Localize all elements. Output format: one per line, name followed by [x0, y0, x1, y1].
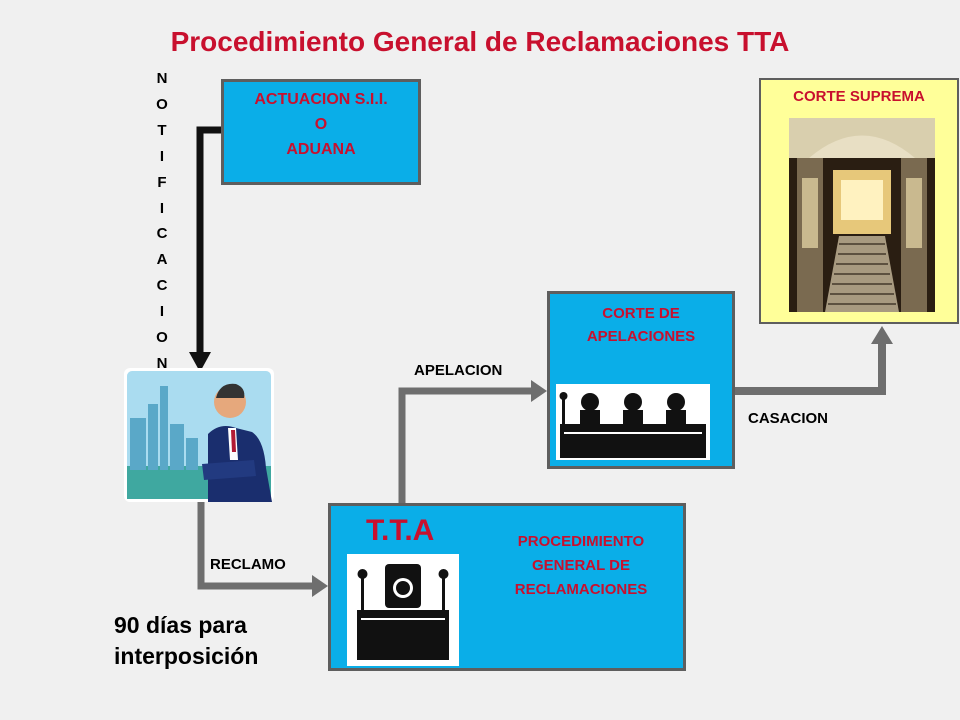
diagram-title: Procedimiento General de Reclamaciones T… [170, 26, 790, 57]
notificacion-letter: N [156, 70, 168, 87]
tta-box: T.T.A PROCEDIMIENTO GENERAL DE RECLAMACI… [328, 503, 686, 671]
corte-suprema-label: CORTE SUPREMA [793, 88, 925, 105]
notificacion-letter: O [156, 329, 168, 347]
apelacion-arrowhead [531, 380, 547, 402]
notificacion-letter: T [157, 121, 167, 139]
casacion-label: CASACION [748, 410, 829, 427]
notificacion-letter: N [156, 354, 168, 372]
notificacion-letter: I [159, 303, 165, 321]
notificacion-letter: A [156, 251, 168, 269]
casacion-arrow [735, 342, 886, 395]
corte-apelaciones-line2: APELACIONES [586, 328, 696, 345]
aduana-line2: O [314, 116, 328, 133]
plazo-line2: interposición [114, 643, 259, 669]
notificacion-letter: C [156, 225, 168, 243]
actuacion-aduana-box: ACTUACION S.I.I. O ADUANA [221, 79, 421, 185]
casacion-arrowhead [871, 326, 893, 344]
judge-icon [347, 554, 459, 666]
corte-suprema-box: CORTE SUPREMA [759, 78, 959, 324]
tta-proc-line3: RECLAMACIONES [514, 581, 648, 598]
corte-apelaciones-title: CORTE DE APELACIONES [550, 302, 732, 348]
tta-proc-line1: PROCEDIMIENTO [517, 533, 645, 550]
notificacion-letter: F [157, 173, 167, 191]
notificacion-letter: O [156, 95, 168, 113]
notificacion-letter: I [159, 199, 165, 217]
apelacion-label: APELACION [414, 362, 503, 379]
reclamo-arrow [197, 502, 314, 590]
tta-procedimiento-text: PROCEDIMIENTO GENERAL DE RECLAMACIONES [481, 530, 681, 602]
notificacion-arrow [196, 126, 223, 352]
notificacion-arrowhead [189, 352, 211, 372]
plazo-line1: 90 días para [114, 612, 247, 638]
corte-apelaciones-box: CORTE DE APELACIONES [547, 291, 735, 469]
reclamo-label: RECLAMO [210, 556, 286, 573]
contribuyente-illustration [124, 368, 274, 502]
tta-proc-line2: GENERAL DE [531, 557, 631, 574]
plazo-text: 90 días para interposición [114, 610, 258, 672]
aduana-line1: ACTUACION S.I.I. [254, 91, 388, 108]
corte-apelaciones-line1: CORTE DE [602, 305, 680, 322]
notificacion-letter: C [156, 277, 168, 295]
notificacion-letter: I [159, 147, 165, 165]
tta-label: T.T.A [366, 514, 435, 547]
apelacion-arrow [398, 387, 533, 503]
reclamo-arrowhead [312, 575, 328, 597]
three-judges-icon [556, 384, 710, 460]
aduana-line3: ADUANA [286, 141, 356, 158]
corte-suprema-photo [789, 118, 935, 312]
